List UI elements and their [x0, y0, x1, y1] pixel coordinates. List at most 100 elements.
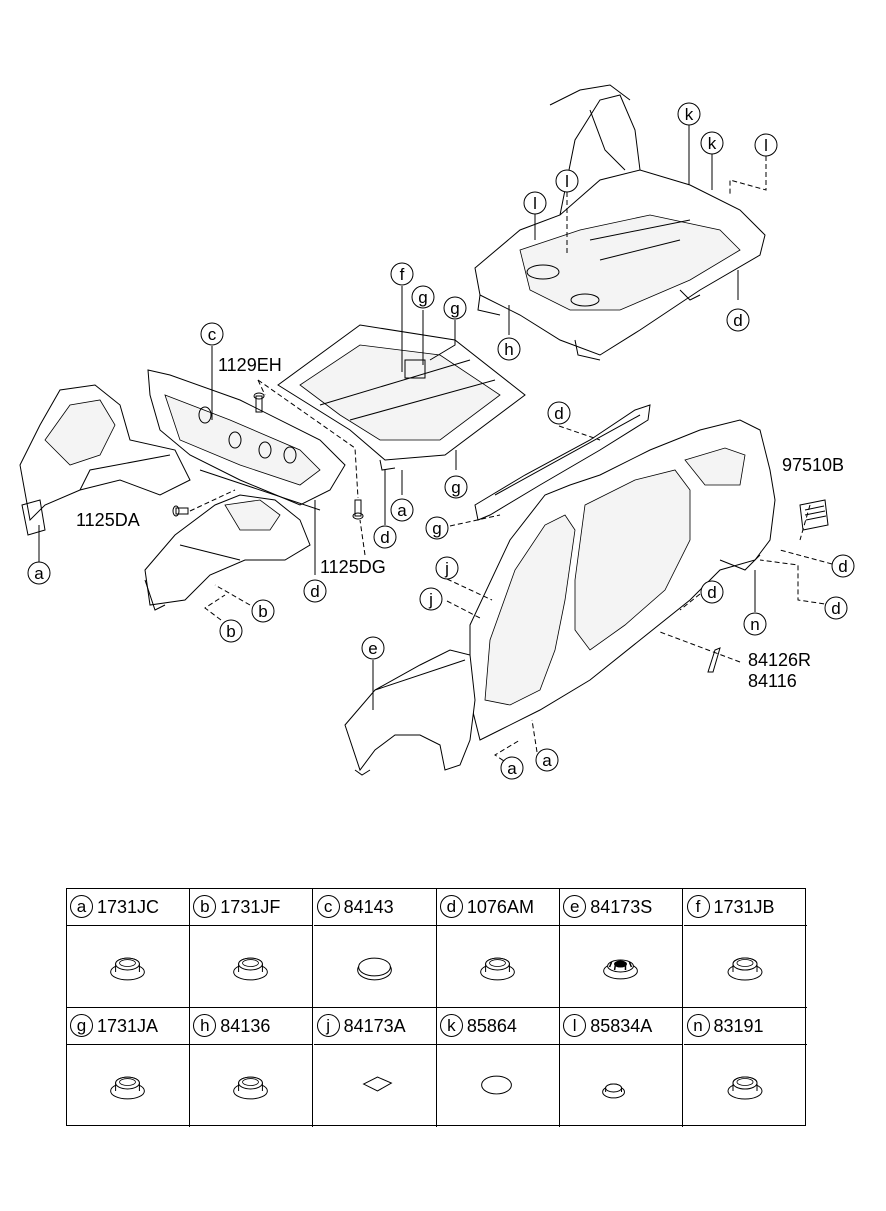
- svg-text:d: d: [707, 583, 716, 602]
- rear-floor-panel: [474, 84, 766, 361]
- svg-text:d: d: [310, 582, 319, 601]
- side-sill-inner: [474, 404, 651, 521]
- callout-k-1: k: [677, 102, 701, 126]
- flat-oval-pad-icon: [437, 1045, 559, 1127]
- legend-part-code: 85834A: [590, 1016, 653, 1036]
- svg-text:g: g: [451, 478, 460, 497]
- svg-text:j: j: [428, 590, 433, 609]
- legend-part-code: 84173S: [590, 897, 653, 917]
- svg-text:b: b: [226, 622, 235, 641]
- callout-d-sill: d: [547, 401, 571, 425]
- svg-text:f: f: [400, 265, 405, 284]
- round-plug-icon: [437, 926, 559, 1008]
- svg-text:l: l: [533, 194, 537, 213]
- svg-text:h: h: [504, 340, 513, 359]
- svg-text:d: d: [554, 404, 563, 423]
- body-side-outer: [469, 419, 776, 741]
- svg-text:a: a: [34, 564, 44, 583]
- bolt-1125dg: [352, 499, 364, 520]
- callout-f-floor: f: [390, 262, 414, 286]
- callout-a-side-2: a: [500, 756, 524, 780]
- part-number-84126r: 84126R: [748, 650, 811, 670]
- callout-j-2: j: [419, 587, 443, 611]
- svg-text:d: d: [831, 599, 840, 618]
- part-number-1129eh: 1129EH: [218, 355, 282, 375]
- legend-letter-badge: j: [316, 1014, 340, 1037]
- svg-text:d: d: [838, 557, 847, 576]
- exploded-parts-diagram: k k l l l d h f g g g c d d a a b b d g …: [19, 84, 855, 780]
- bolt-1125da: [172, 505, 189, 517]
- svg-text:g: g: [432, 519, 441, 538]
- callout-l-2: l: [555, 169, 579, 193]
- legend-part-code: 1731JC: [97, 897, 160, 917]
- legend-part-code: 1731JA: [97, 1016, 159, 1036]
- svg-text:n: n: [750, 615, 759, 634]
- callout-g-floor-1: g: [411, 285, 435, 309]
- callout-c-dash: c: [200, 322, 224, 346]
- callout-b-1: b: [251, 599, 275, 623]
- svg-text:d: d: [733, 311, 742, 330]
- svg-text:a: a: [507, 759, 517, 778]
- part-number-97510b: 97510B: [782, 455, 844, 475]
- svg-text:a: a: [542, 751, 552, 770]
- svg-text:c: c: [208, 325, 217, 344]
- svg-text:g: g: [450, 299, 459, 318]
- legend-part-code: 83191: [713, 1016, 764, 1036]
- callout-g-sill: g: [425, 516, 449, 540]
- svg-text:j: j: [444, 559, 449, 578]
- callout-b-2: b: [219, 619, 243, 643]
- callout-d-quarter-2: d: [824, 596, 848, 620]
- legend-letter-badge: e: [563, 895, 587, 918]
- callout-g-floor-2: g: [443, 296, 467, 320]
- callout-n-quarter: n: [743, 612, 767, 636]
- leader-lines: [38, 124, 833, 766]
- legend-letter-badge: k: [439, 1014, 463, 1037]
- legend-letter-badge: g: [70, 1014, 93, 1037]
- svg-text:k: k: [708, 134, 717, 153]
- callout-d-quarter-1: d: [831, 554, 855, 578]
- vent-grille-97510b: [799, 499, 829, 531]
- legend-part-code: 84173A: [343, 1016, 406, 1036]
- bolt-1129eh: [253, 392, 265, 413]
- legend-part-code: 84143: [343, 897, 394, 917]
- round-plug-icon: [684, 1045, 807, 1127]
- legend-part-code: 1731JB: [713, 897, 775, 917]
- callout-a-floor: a: [390, 498, 414, 522]
- legend-letter-badge: f: [686, 895, 710, 918]
- part-number-1125dg: 1125DG: [320, 557, 386, 577]
- svg-text:l: l: [764, 136, 768, 155]
- callout-l-3: l: [523, 191, 547, 215]
- small-cap-plug-icon: [560, 1045, 682, 1127]
- front-side-member: [19, 384, 191, 536]
- oval-plug-icon: [314, 926, 436, 1008]
- legend-letter-badge: n: [686, 1014, 710, 1037]
- callout-d-side: d: [700, 580, 724, 604]
- sill-molding-84126r: [707, 647, 721, 673]
- callout-l-1: l: [754, 133, 778, 157]
- legend-letter-badge: c: [316, 895, 340, 918]
- legend-part-code: 84136: [220, 1016, 271, 1036]
- legend-letter-badge: b: [193, 895, 217, 918]
- callout-a-side-1: a: [535, 748, 559, 772]
- round-plug-icon: [684, 926, 807, 1008]
- callout-d-dash: d: [303, 579, 327, 603]
- legend-part-code: 1731JF: [220, 897, 281, 917]
